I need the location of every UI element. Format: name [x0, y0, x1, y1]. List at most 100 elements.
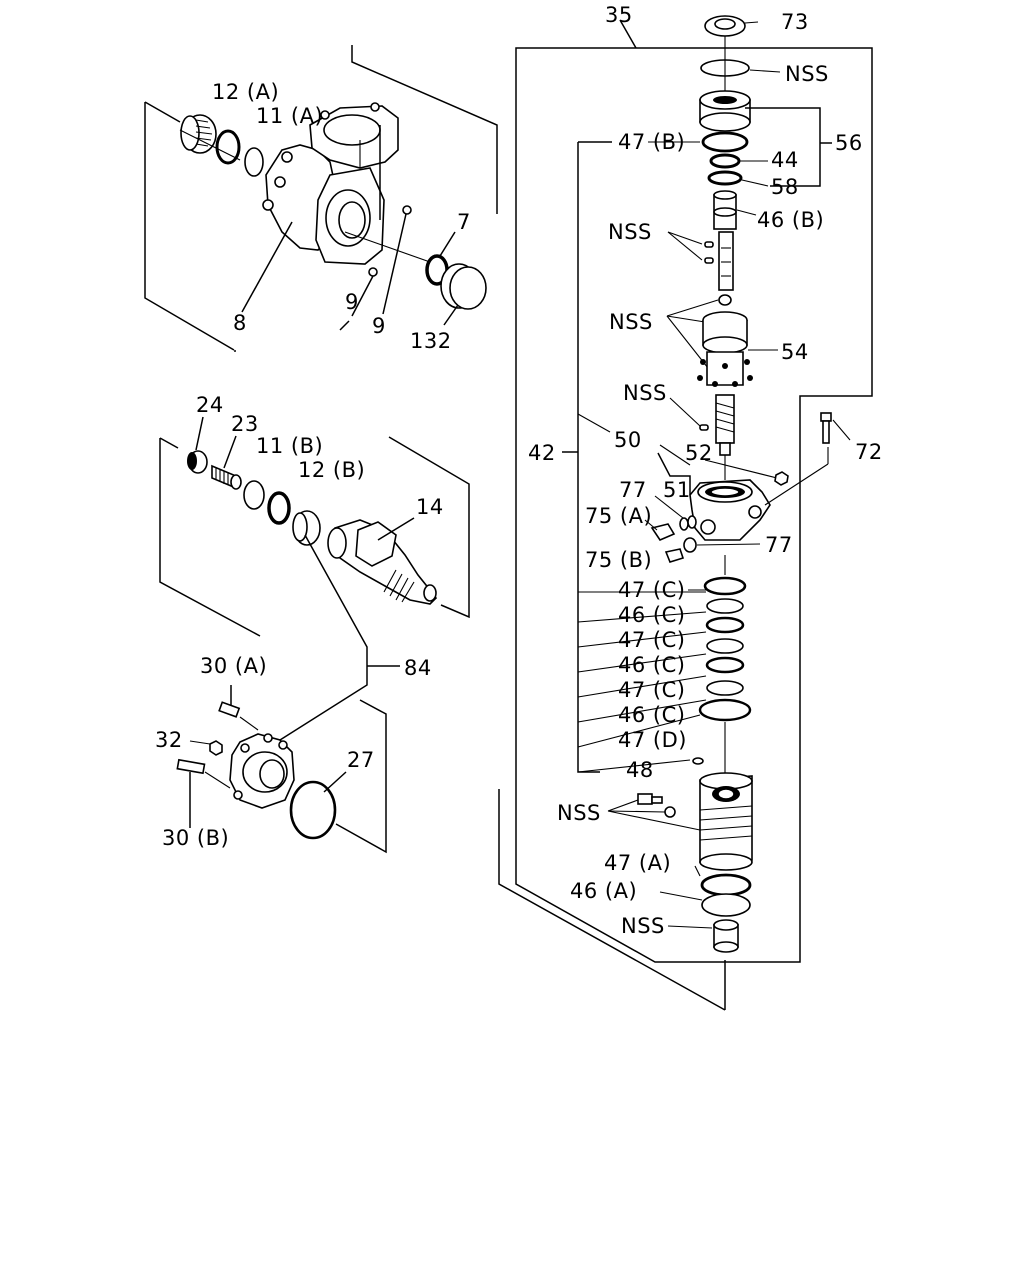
side-cover: [229, 733, 295, 809]
seal-47b: [701, 131, 749, 153]
nut-32: [189, 740, 223, 756]
callout-nss-plug: NSS: [621, 914, 665, 938]
callout-75a: 75 (A): [585, 504, 653, 528]
callout-nss-balls: NSS: [609, 310, 653, 334]
bearing-12a: [180, 114, 217, 154]
callout-56: 56: [835, 131, 863, 155]
screw-52: [774, 471, 789, 486]
callout-8: 8: [233, 311, 247, 335]
callout-77-upper: 77: [619, 478, 647, 502]
screw-9b: [382, 205, 412, 315]
input-shaft: [718, 231, 734, 291]
pin-nss-4: [669, 397, 709, 431]
snap-ring-nss: [700, 59, 781, 77]
cap-132: [440, 263, 487, 326]
callout-nss-pin: NSS: [623, 381, 667, 405]
bearing: [292, 510, 321, 546]
callout-48: 48: [626, 758, 654, 782]
valve-group-frame: [498, 19, 873, 1011]
fitting-75a: [644, 519, 676, 541]
gear-housing-8: [262, 102, 399, 265]
ring-stack: [698, 576, 752, 722]
screw-9a: [339, 267, 378, 331]
callout-nss-top: NSS: [785, 62, 829, 86]
callout-58: 58: [771, 175, 799, 199]
seal-ring-11a-outer: [215, 129, 241, 165]
bolt-nss-5: [607, 793, 701, 831]
callout-9-left: 9: [345, 290, 359, 314]
valve-housing-50: [657, 444, 771, 541]
ball-48: [692, 757, 704, 765]
callout-52: 52: [685, 441, 713, 465]
callout-32: 32: [155, 728, 183, 752]
ring-46a: [701, 893, 751, 917]
callout-77-lower: 77: [765, 533, 793, 557]
callout-73: 73: [781, 10, 809, 34]
sector-shaft-14: [327, 517, 438, 605]
callout-51: 51: [663, 478, 691, 502]
callout-12b: 12 (B): [298, 458, 366, 482]
o-ring-77a: [654, 495, 697, 531]
callout-46b: 46 (B): [757, 208, 825, 232]
callout-14: 14: [416, 495, 444, 519]
callout-7: 7: [457, 210, 471, 234]
plug-24: [187, 416, 208, 474]
callout-42: 42: [528, 441, 556, 465]
bearing-44: [709, 153, 741, 169]
callout-47c-1: 47 (C): [618, 578, 686, 602]
fitting-75b: [664, 548, 685, 563]
callout-27: 27: [347, 748, 375, 772]
callout-nss-pins: NSS: [608, 220, 652, 244]
sleeve-46b: [713, 190, 757, 230]
callout-12a: 12 (A): [212, 80, 280, 104]
worm-shaft: [715, 394, 735, 456]
callout-11b: 11 (B): [256, 434, 324, 458]
callout-47b: 47 (B): [618, 130, 686, 154]
callout-75b: 75 (B): [585, 548, 653, 572]
snap-ring-11a: [244, 147, 264, 177]
callout-46c-1: 46 (C): [618, 603, 686, 627]
callout-47c-2: 47 (C): [618, 628, 686, 652]
callout-11a: 11 (A): [256, 104, 324, 128]
sector-group-frame: [159, 436, 470, 637]
callout-46c-2: 46 (C): [618, 653, 686, 677]
callout-47c-3: 47 (C): [618, 678, 686, 702]
housing-group-frame: [144, 45, 498, 352]
seal-73: [704, 15, 759, 37]
callout-30b: 30 (B): [162, 826, 230, 850]
seal-47a: [700, 873, 752, 897]
callout-46c-3: 46 (C): [618, 703, 686, 727]
callout-50: 50: [614, 428, 642, 452]
race-58: [707, 170, 743, 186]
callout-nss-bolt: NSS: [557, 801, 601, 825]
rotor-54: [697, 311, 778, 387]
snap-ring-11b: [243, 480, 265, 510]
callout-44: 44: [771, 148, 799, 172]
o-ring-27: [289, 780, 337, 840]
pin-nss-2: [667, 231, 714, 264]
piston: [699, 772, 753, 871]
callout-9-right: 9: [372, 314, 386, 338]
callout-35: 35: [605, 3, 633, 27]
callout-47d: 47 (D): [618, 728, 687, 752]
callout-24: 24: [196, 393, 224, 417]
bolt-72: [764, 412, 851, 506]
seal-12b: [267, 491, 291, 525]
callout-72: 72: [855, 440, 883, 464]
adjust-screw-23: [211, 435, 242, 490]
callout-46a: 46 (A): [570, 879, 638, 903]
bolt-30b: [176, 758, 231, 828]
housing-56: [699, 90, 832, 187]
callout-23: 23: [231, 412, 259, 436]
callout-30a: 30 (A): [200, 654, 268, 678]
callout-84: 84: [404, 656, 432, 680]
ball-nss-3: [666, 294, 732, 369]
o-ring-77b: [683, 537, 697, 553]
callout-47a: 47 (A): [604, 851, 672, 875]
bolt-30a: [218, 685, 259, 731]
cover-group-frame: [335, 699, 387, 854]
callout-54: 54: [781, 340, 809, 364]
leader-8: [241, 221, 293, 313]
